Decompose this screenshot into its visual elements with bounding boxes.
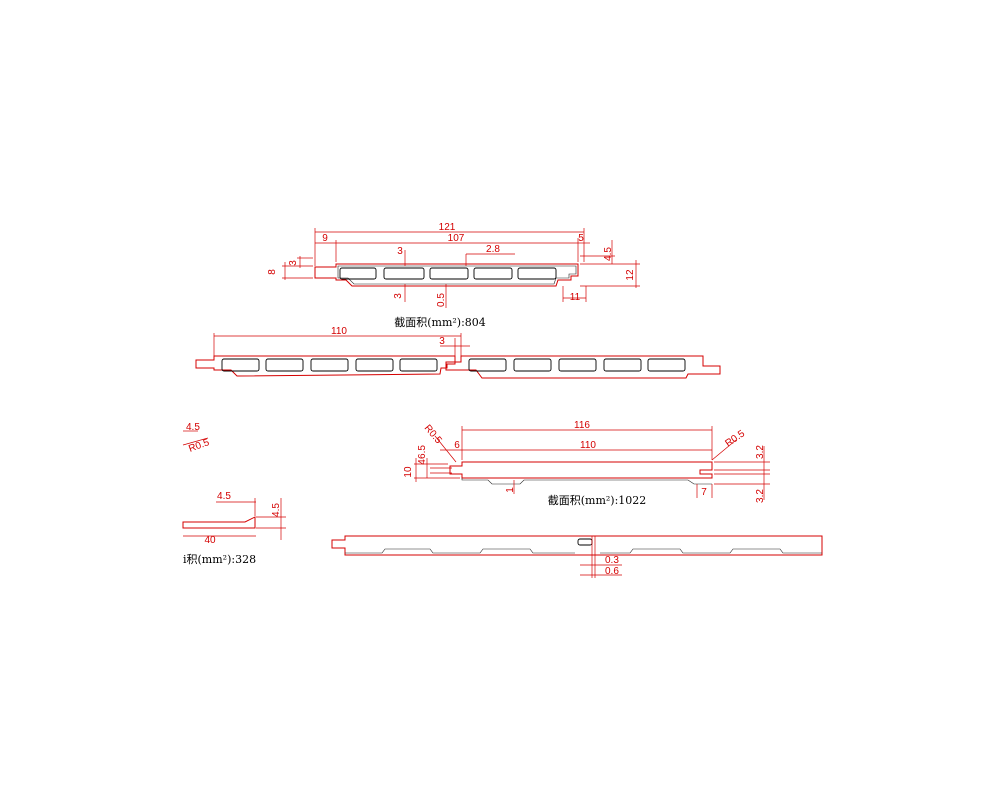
- profile-a-chamber: [517, 267, 557, 280]
- dim-total-width: 121: [439, 222, 456, 233]
- dim-right-height: 4.5: [603, 247, 614, 261]
- profile-e-caption: 截面积(mm²):1022: [548, 493, 647, 507]
- profile-b-right-board: [445, 355, 721, 379]
- dim-face-width: 110: [580, 440, 596, 451]
- dim-joint: 3: [439, 336, 445, 347]
- dim-edge: 4.5: [186, 422, 200, 433]
- profile-a: 121 107 9 5 3 2.8 4.5 12 8 3 3 0.5 11 截面…: [267, 222, 640, 329]
- dim-width: 110: [331, 326, 347, 337]
- dim-bottom-gap: 0.5: [436, 293, 447, 307]
- dim-bottom-right: 3.2: [755, 489, 766, 503]
- dim-inner-width: 107: [448, 233, 465, 244]
- dim-gap-a: 0.3: [605, 555, 619, 566]
- dim-total-width: 116: [574, 420, 590, 431]
- dim-left-height: 8: [267, 269, 278, 275]
- profile-d-caption: i积(mm²):328: [183, 553, 256, 566]
- profile-b-left-board: [195, 355, 456, 377]
- profile-a-chamber: [383, 267, 425, 280]
- dim-left-offset: 9: [322, 233, 328, 244]
- profile-f: 0.3 0.6: [331, 535, 823, 578]
- profile-b: 110 3: [195, 326, 721, 379]
- dim-bottom-rib: 3: [393, 293, 404, 299]
- profile-a-chamber: [473, 267, 513, 280]
- detail-c: 4.5 R0.5: [182, 422, 211, 455]
- dim-top-right: 3.2: [755, 445, 766, 459]
- dim-groove: 1: [505, 487, 516, 493]
- dim-left-step: 3: [288, 260, 299, 266]
- dim-left-offset: 6: [454, 440, 460, 451]
- profile-f-outline: [331, 535, 823, 556]
- dim-radius: R0.5: [187, 437, 211, 455]
- dim-right-offset: 5: [578, 233, 584, 244]
- profile-f-bottom-edge: [345, 548, 822, 554]
- profile-d: 4.5 4.5 40 i积(mm²):328: [182, 491, 286, 566]
- dim-right-tab: 7: [701, 487, 707, 498]
- dim-length: 40: [204, 535, 216, 546]
- dim-tongue: 11: [570, 292, 581, 303]
- dim-thickness: 10: [403, 466, 414, 478]
- profile-a-chamber: [339, 267, 377, 280]
- dim-tongue-a: 6.5: [417, 445, 428, 459]
- profile-d-outline: [182, 516, 256, 529]
- dim-rib: 3: [397, 246, 403, 257]
- dim-gap-b: 0.6: [605, 566, 619, 577]
- profile-a-caption: 截面积(mm²):804: [394, 315, 486, 329]
- dim-right-radius: R0.5: [723, 428, 747, 449]
- profile-a-chamber: [429, 267, 469, 280]
- dim-web: 2.8: [486, 244, 500, 255]
- profile-b-chambers: [221, 358, 686, 372]
- profile-e-bottom-edge: [461, 478, 712, 485]
- dim-thickness: 12: [625, 269, 636, 281]
- profile-e: 116 110 6 R0.5 R0.5 3.2 3.2 10 6.5 4 1 7…: [403, 420, 770, 507]
- dim-tongue-b: 4: [417, 459, 428, 465]
- profile-a-inner-outline: [337, 265, 577, 285]
- profile-f-joint: [577, 538, 593, 546]
- dim-chamfer: 4.5: [217, 491, 231, 502]
- profile-e-outline: [449, 461, 713, 479]
- dim-height: 4.5: [271, 503, 282, 517]
- profile-a-outline: [314, 263, 579, 287]
